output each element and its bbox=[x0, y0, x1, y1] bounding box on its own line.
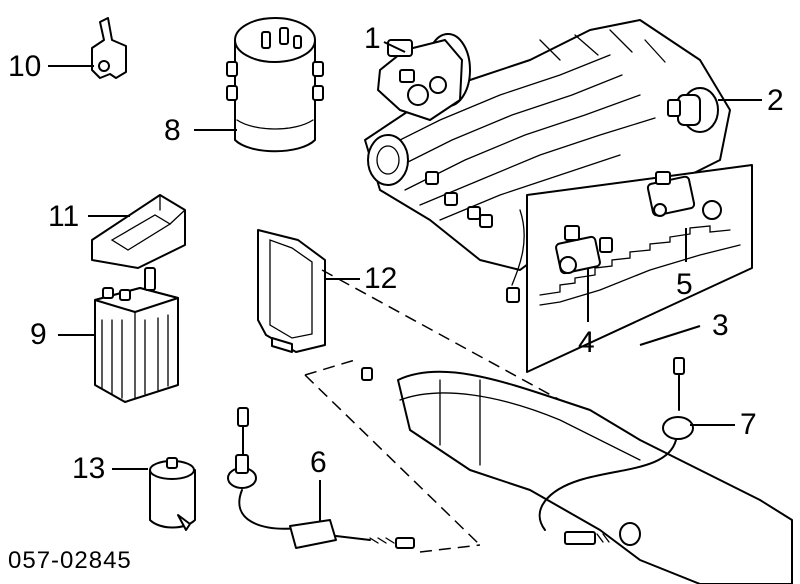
oxygen-sensor-front bbox=[227, 407, 415, 549]
callout-7: 7 bbox=[740, 408, 757, 441]
callout-8: 8 bbox=[164, 114, 181, 147]
canister-filter bbox=[194, 17, 324, 153]
heat-shield-bracket bbox=[257, 229, 360, 353]
callout-5: 5 bbox=[676, 268, 693, 301]
fuel-filter bbox=[112, 457, 196, 531]
callout-4: 4 bbox=[578, 326, 595, 359]
mounting-clip bbox=[48, 17, 127, 79]
throttle-body bbox=[377, 33, 471, 121]
callout-1: 1 bbox=[364, 22, 381, 55]
exhaust-converter bbox=[304, 269, 793, 584]
vapor-canister bbox=[58, 267, 179, 403]
solenoid-valve-left bbox=[555, 225, 613, 275]
solenoid-valve-right bbox=[646, 171, 722, 220]
canister-bracket bbox=[88, 194, 186, 269]
diagram-code: 057-02845 bbox=[8, 547, 132, 574]
callout-2: 2 bbox=[767, 84, 784, 117]
callout-10: 10 bbox=[8, 50, 42, 83]
intake-manifold bbox=[364, 19, 731, 303]
oxygen-sensor-rear bbox=[538, 357, 735, 545]
callout-11: 11 bbox=[48, 200, 80, 233]
pressure-sensor bbox=[667, 87, 762, 133]
solenoid-assembly-box bbox=[526, 164, 753, 373]
callout-13: 13 bbox=[72, 452, 106, 485]
callout-9: 9 bbox=[30, 318, 47, 351]
callout-12: 12 bbox=[364, 262, 398, 295]
callout-6: 6 bbox=[310, 446, 327, 479]
callout-3: 3 bbox=[712, 309, 729, 342]
